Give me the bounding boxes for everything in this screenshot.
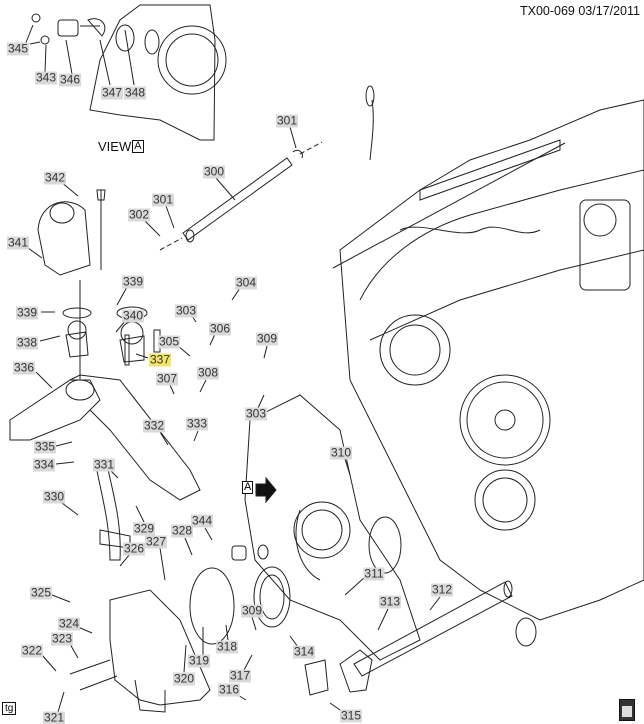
callout-341[interactable]: 341 bbox=[6, 235, 30, 250]
drawing-code: TX00-069 03/17/2011 bbox=[519, 4, 640, 18]
callout-334[interactable]: 334 bbox=[32, 457, 56, 472]
callout-301[interactable]: 301 bbox=[275, 113, 299, 128]
view-a-inset bbox=[29, 4, 227, 141]
callout-338[interactable]: 338 bbox=[15, 335, 39, 350]
callout-302[interactable]: 302 bbox=[127, 207, 151, 222]
callout-330[interactable]: 330 bbox=[42, 489, 66, 504]
callout-344[interactable]: 344 bbox=[190, 513, 214, 528]
callout-324[interactable]: 324 bbox=[57, 616, 81, 631]
callout-325[interactable]: 325 bbox=[29, 585, 53, 600]
callout-309[interactable]: 309 bbox=[255, 331, 279, 346]
callout-309[interactable]: 309 bbox=[240, 603, 264, 618]
callout-322[interactable]: 322 bbox=[20, 643, 44, 658]
hose-300 bbox=[159, 141, 323, 251]
callout-342[interactable]: 342 bbox=[43, 170, 67, 185]
leader-lines bbox=[24, 24, 441, 713]
callout-340[interactable]: 340 bbox=[121, 308, 145, 323]
callout-300[interactable]: 300 bbox=[202, 164, 226, 179]
callout-315[interactable]: 315 bbox=[339, 708, 363, 723]
callout-332[interactable]: 332 bbox=[142, 418, 166, 433]
pipe-313 bbox=[304, 580, 537, 696]
callout-307[interactable]: 307 bbox=[155, 371, 179, 386]
callout-316[interactable]: 316 bbox=[217, 682, 241, 697]
callout-317[interactable]: 317 bbox=[228, 668, 252, 683]
callout-310[interactable]: 310 bbox=[329, 445, 353, 460]
callout-311[interactable]: 311 bbox=[363, 566, 385, 581]
callout-346[interactable]: 346 bbox=[58, 72, 82, 87]
callout-323[interactable]: 323 bbox=[50, 631, 74, 646]
callout-303[interactable]: 303 bbox=[244, 406, 268, 421]
view-text: VIEW bbox=[98, 139, 132, 154]
view-a-label: VIEW A bbox=[98, 139, 144, 154]
callout-314[interactable]: 314 bbox=[292, 644, 316, 659]
callout-312[interactable]: 312 bbox=[430, 582, 454, 597]
callout-331[interactable]: 331 bbox=[92, 457, 116, 472]
water-pump bbox=[69, 544, 291, 713]
view-letter: A bbox=[132, 140, 144, 153]
engine-assembly bbox=[332, 85, 644, 621]
callout-305[interactable]: 305 bbox=[157, 334, 181, 349]
callout-303[interactable]: 303 bbox=[174, 303, 198, 318]
callout-318[interactable]: 318 bbox=[215, 639, 239, 654]
arrow-letter: A bbox=[242, 481, 254, 494]
callout-343[interactable]: 343 bbox=[34, 70, 58, 85]
callout-339[interactable]: 339 bbox=[121, 274, 145, 289]
callout-306[interactable]: 306 bbox=[208, 321, 232, 336]
callout-304[interactable]: 304 bbox=[234, 275, 258, 290]
callout-335[interactable]: 335 bbox=[33, 439, 57, 454]
callout-333[interactable]: 333 bbox=[185, 416, 209, 431]
thermostat-housing bbox=[9, 189, 201, 501]
callout-329[interactable]: 329 bbox=[132, 521, 156, 536]
callout-327[interactable]: 327 bbox=[144, 534, 168, 549]
callout-328[interactable]: 328 bbox=[170, 523, 194, 538]
callout-336[interactable]: 336 bbox=[12, 360, 36, 375]
callout-320[interactable]: 320 bbox=[172, 671, 196, 686]
callout-301[interactable]: 301 bbox=[151, 192, 175, 207]
callout-313[interactable]: 313 bbox=[378, 594, 402, 609]
callout-321[interactable]: 321 bbox=[42, 710, 66, 724]
callout-348[interactable]: 348 bbox=[123, 85, 147, 100]
callout-326[interactable]: 326 bbox=[122, 541, 146, 556]
callout-345[interactable]: 345 bbox=[6, 41, 30, 56]
callout-319[interactable]: 319 bbox=[187, 653, 211, 668]
corner-tag: tg bbox=[2, 702, 17, 715]
callout-347[interactable]: 347 bbox=[100, 85, 124, 100]
gm-spo-icon bbox=[619, 699, 635, 721]
callout-337-highlighted[interactable]: 337 bbox=[148, 352, 172, 367]
callout-308[interactable]: 308 bbox=[196, 365, 220, 380]
view-a-arrow bbox=[255, 476, 277, 504]
front-cover bbox=[244, 394, 421, 661]
callout-339[interactable]: 339 bbox=[15, 305, 39, 320]
